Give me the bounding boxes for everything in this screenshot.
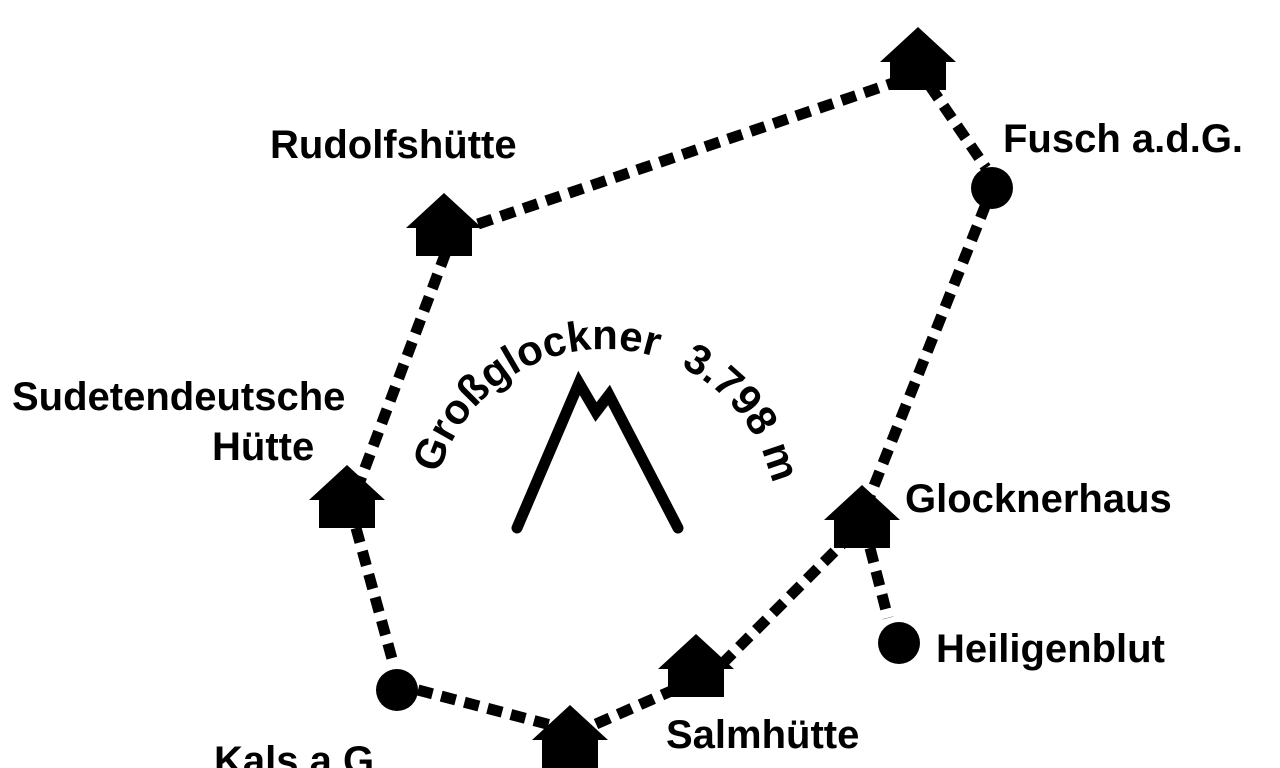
label-sudetendeutsche-line2: Hütte [212, 425, 314, 469]
label-salmhuette: Salmhütte [666, 713, 859, 757]
label-heiligenblut: Heiligenblut [936, 627, 1165, 671]
trail-segment [864, 546, 894, 620]
house-icon [824, 485, 900, 548]
trail-segment [718, 536, 850, 668]
label-kals: Kals a.G. [214, 739, 385, 768]
trail-segment [593, 682, 681, 730]
house-icon [309, 465, 385, 528]
house-icon [658, 634, 734, 697]
label-rudolfshuette: Rudolfshütte [270, 123, 517, 167]
house-icon [880, 27, 956, 90]
summit-name: Großglockner [403, 311, 667, 477]
label-glocknerhaus: Glocknerhaus [905, 477, 1172, 521]
trail-route [350, 74, 992, 734]
summit-elevation: 3.798 m [676, 334, 809, 487]
trail-segment [925, 82, 991, 172]
dot-icon [971, 167, 1013, 209]
dot-icon [376, 669, 418, 711]
hut-markers [309, 27, 956, 768]
trail-segment [416, 684, 564, 734]
house-icon [532, 705, 608, 768]
trail-segment [476, 74, 904, 230]
label-fusch: Fusch a.d.G. [1003, 117, 1243, 161]
trail-segment [350, 526, 400, 668]
town-markers [376, 167, 1013, 711]
label-sudetendeutsche-line1: Sudetendeutsche [12, 375, 345, 419]
house-icon [406, 193, 482, 256]
trail-segment [864, 201, 992, 499]
mountain-icon [511, 370, 684, 534]
dot-icon [878, 622, 920, 664]
trail-segment [350, 250, 452, 494]
